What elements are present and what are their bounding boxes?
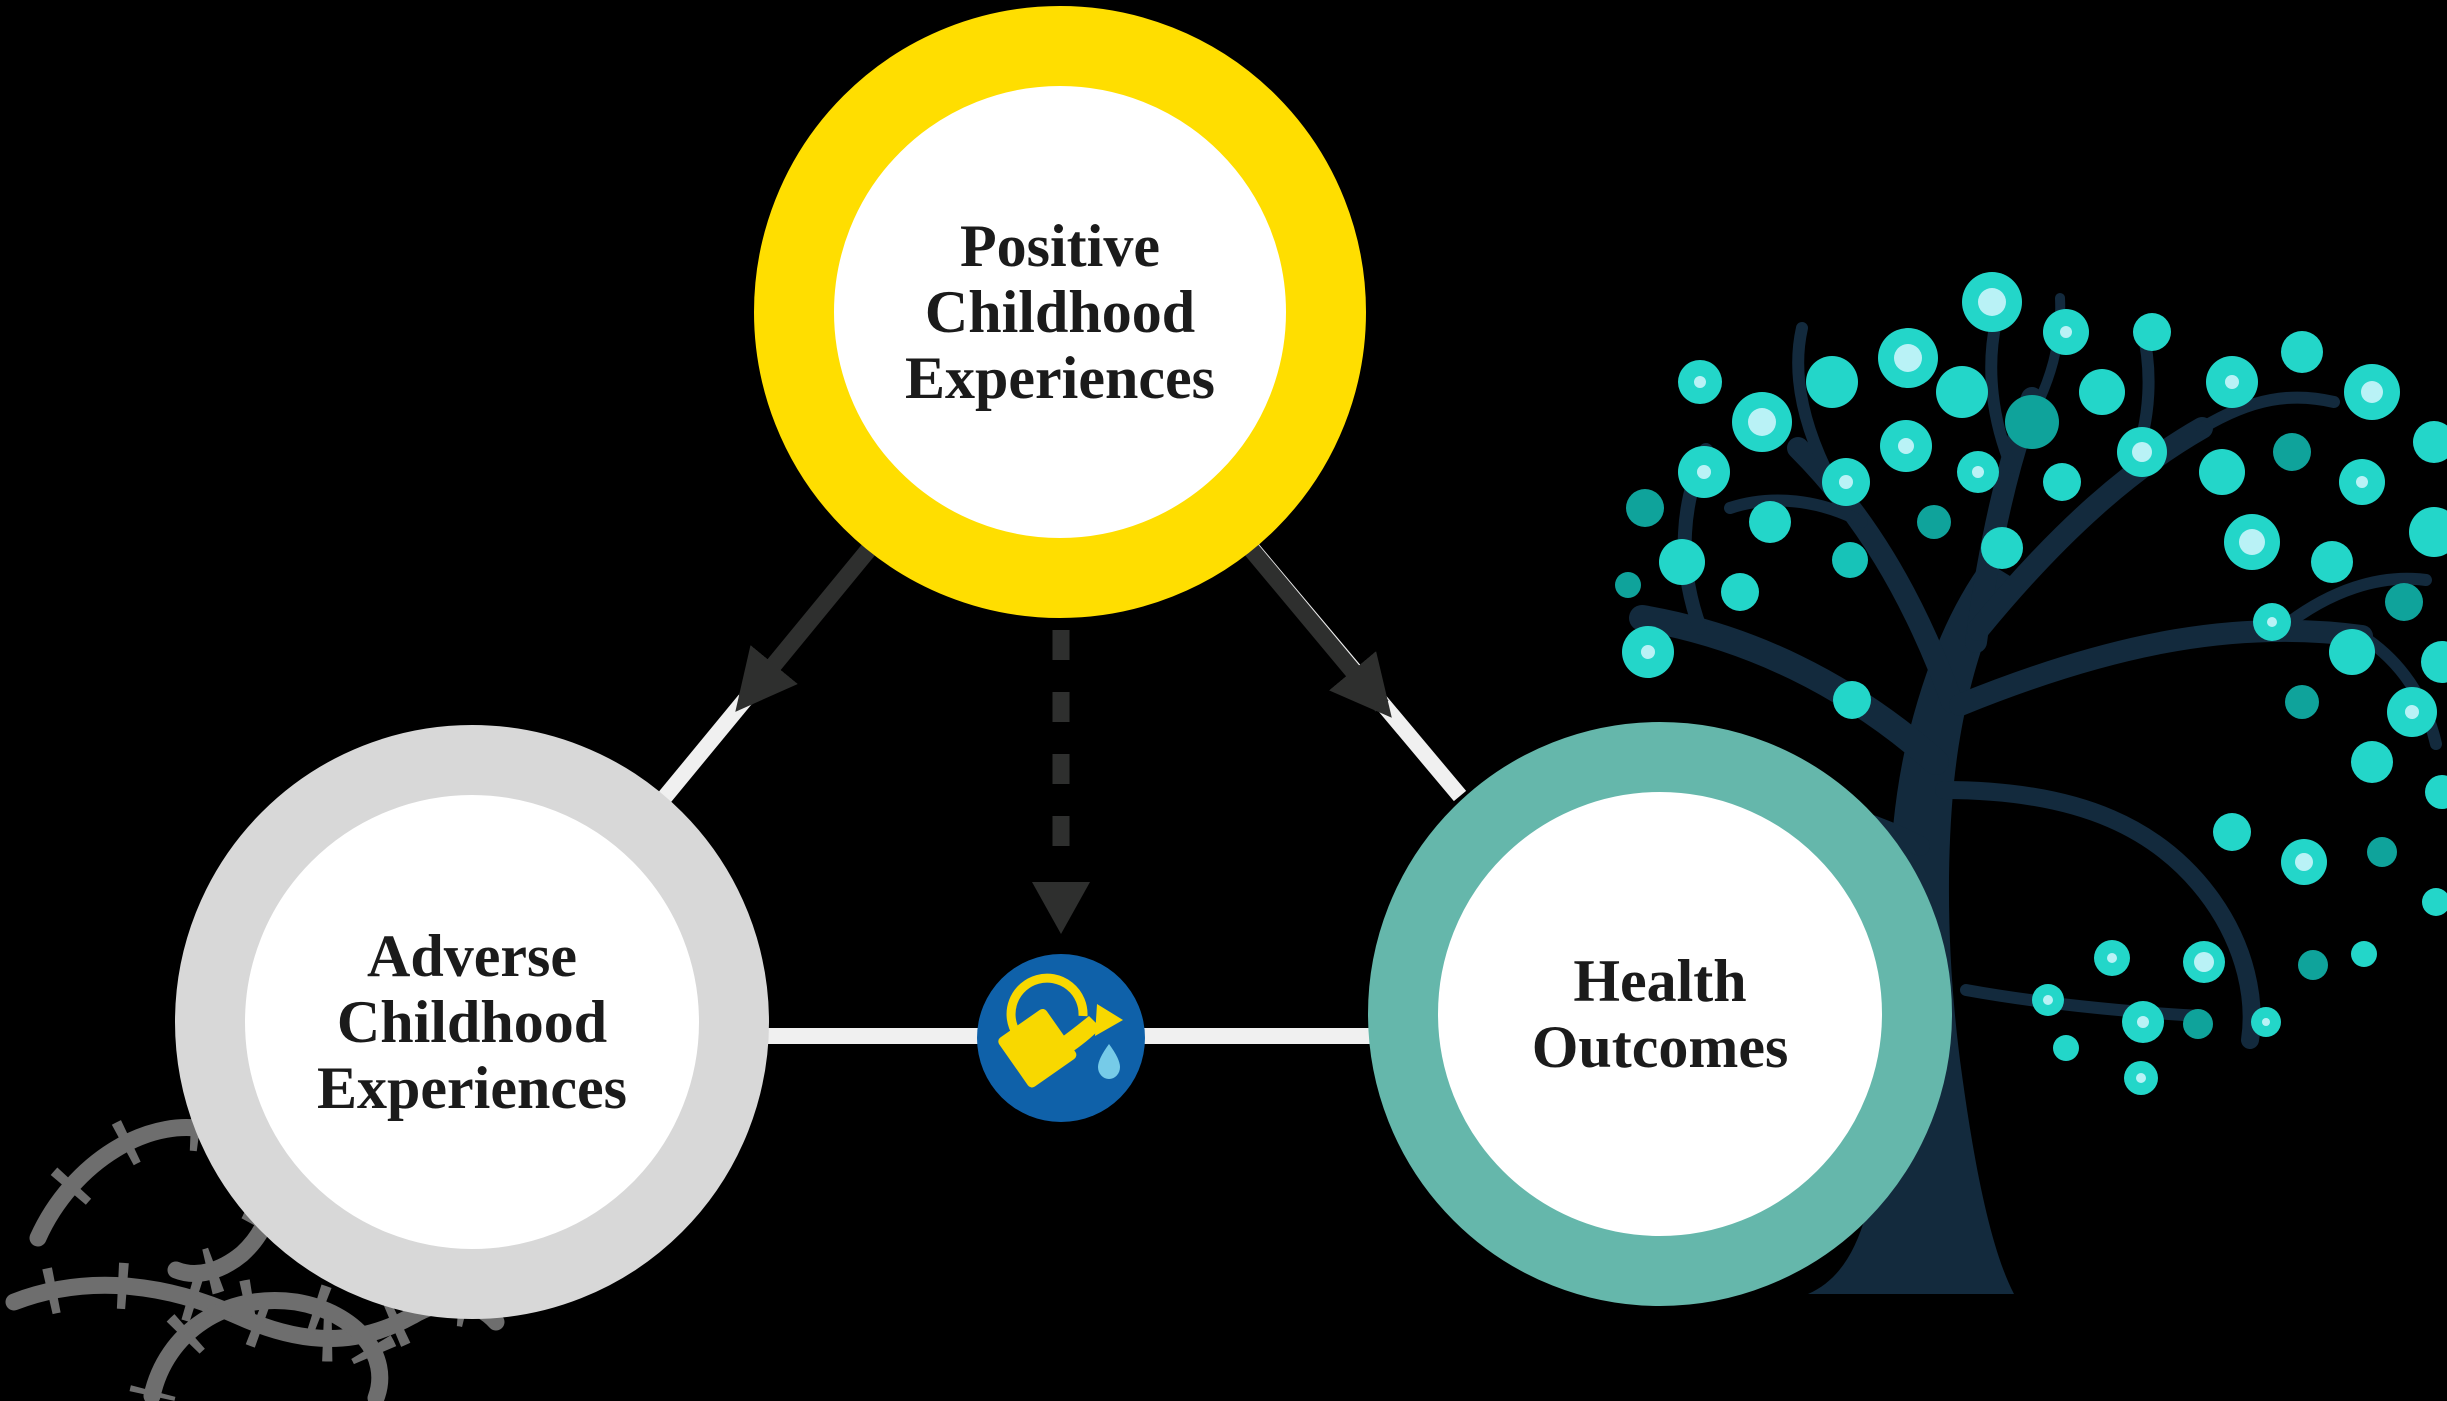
watering-can-icon — [998, 973, 1123, 1088]
watering-can-badge — [977, 954, 1145, 1122]
node-label-line: Adverse — [367, 923, 577, 989]
node-label-line: Experiences — [317, 1055, 627, 1121]
tree-leaves — [1615, 272, 2447, 1095]
node-label-line: Experiences — [905, 345, 1215, 411]
node-label-line: Positive — [960, 213, 1160, 279]
node-label-line: Outcomes — [1531, 1014, 1789, 1080]
water-drop-icon — [1098, 1044, 1120, 1079]
node-positive-childhood-experiences: Positive Childhood Experiences — [754, 6, 1366, 618]
node-label-line: Childhood — [924, 279, 1196, 345]
arrow-positive-to-health — [1223, 518, 1392, 718]
node-health-outcomes: Health Outcomes — [1368, 722, 1952, 1306]
node-label-line: Childhood — [336, 989, 608, 1055]
dashed-arrow-positive-to-watering-can — [1032, 630, 1090, 934]
node-label-line: Health — [1573, 948, 1747, 1014]
node-adverse-childhood-experiences: Adverse Childhood Experiences — [175, 725, 769, 1319]
